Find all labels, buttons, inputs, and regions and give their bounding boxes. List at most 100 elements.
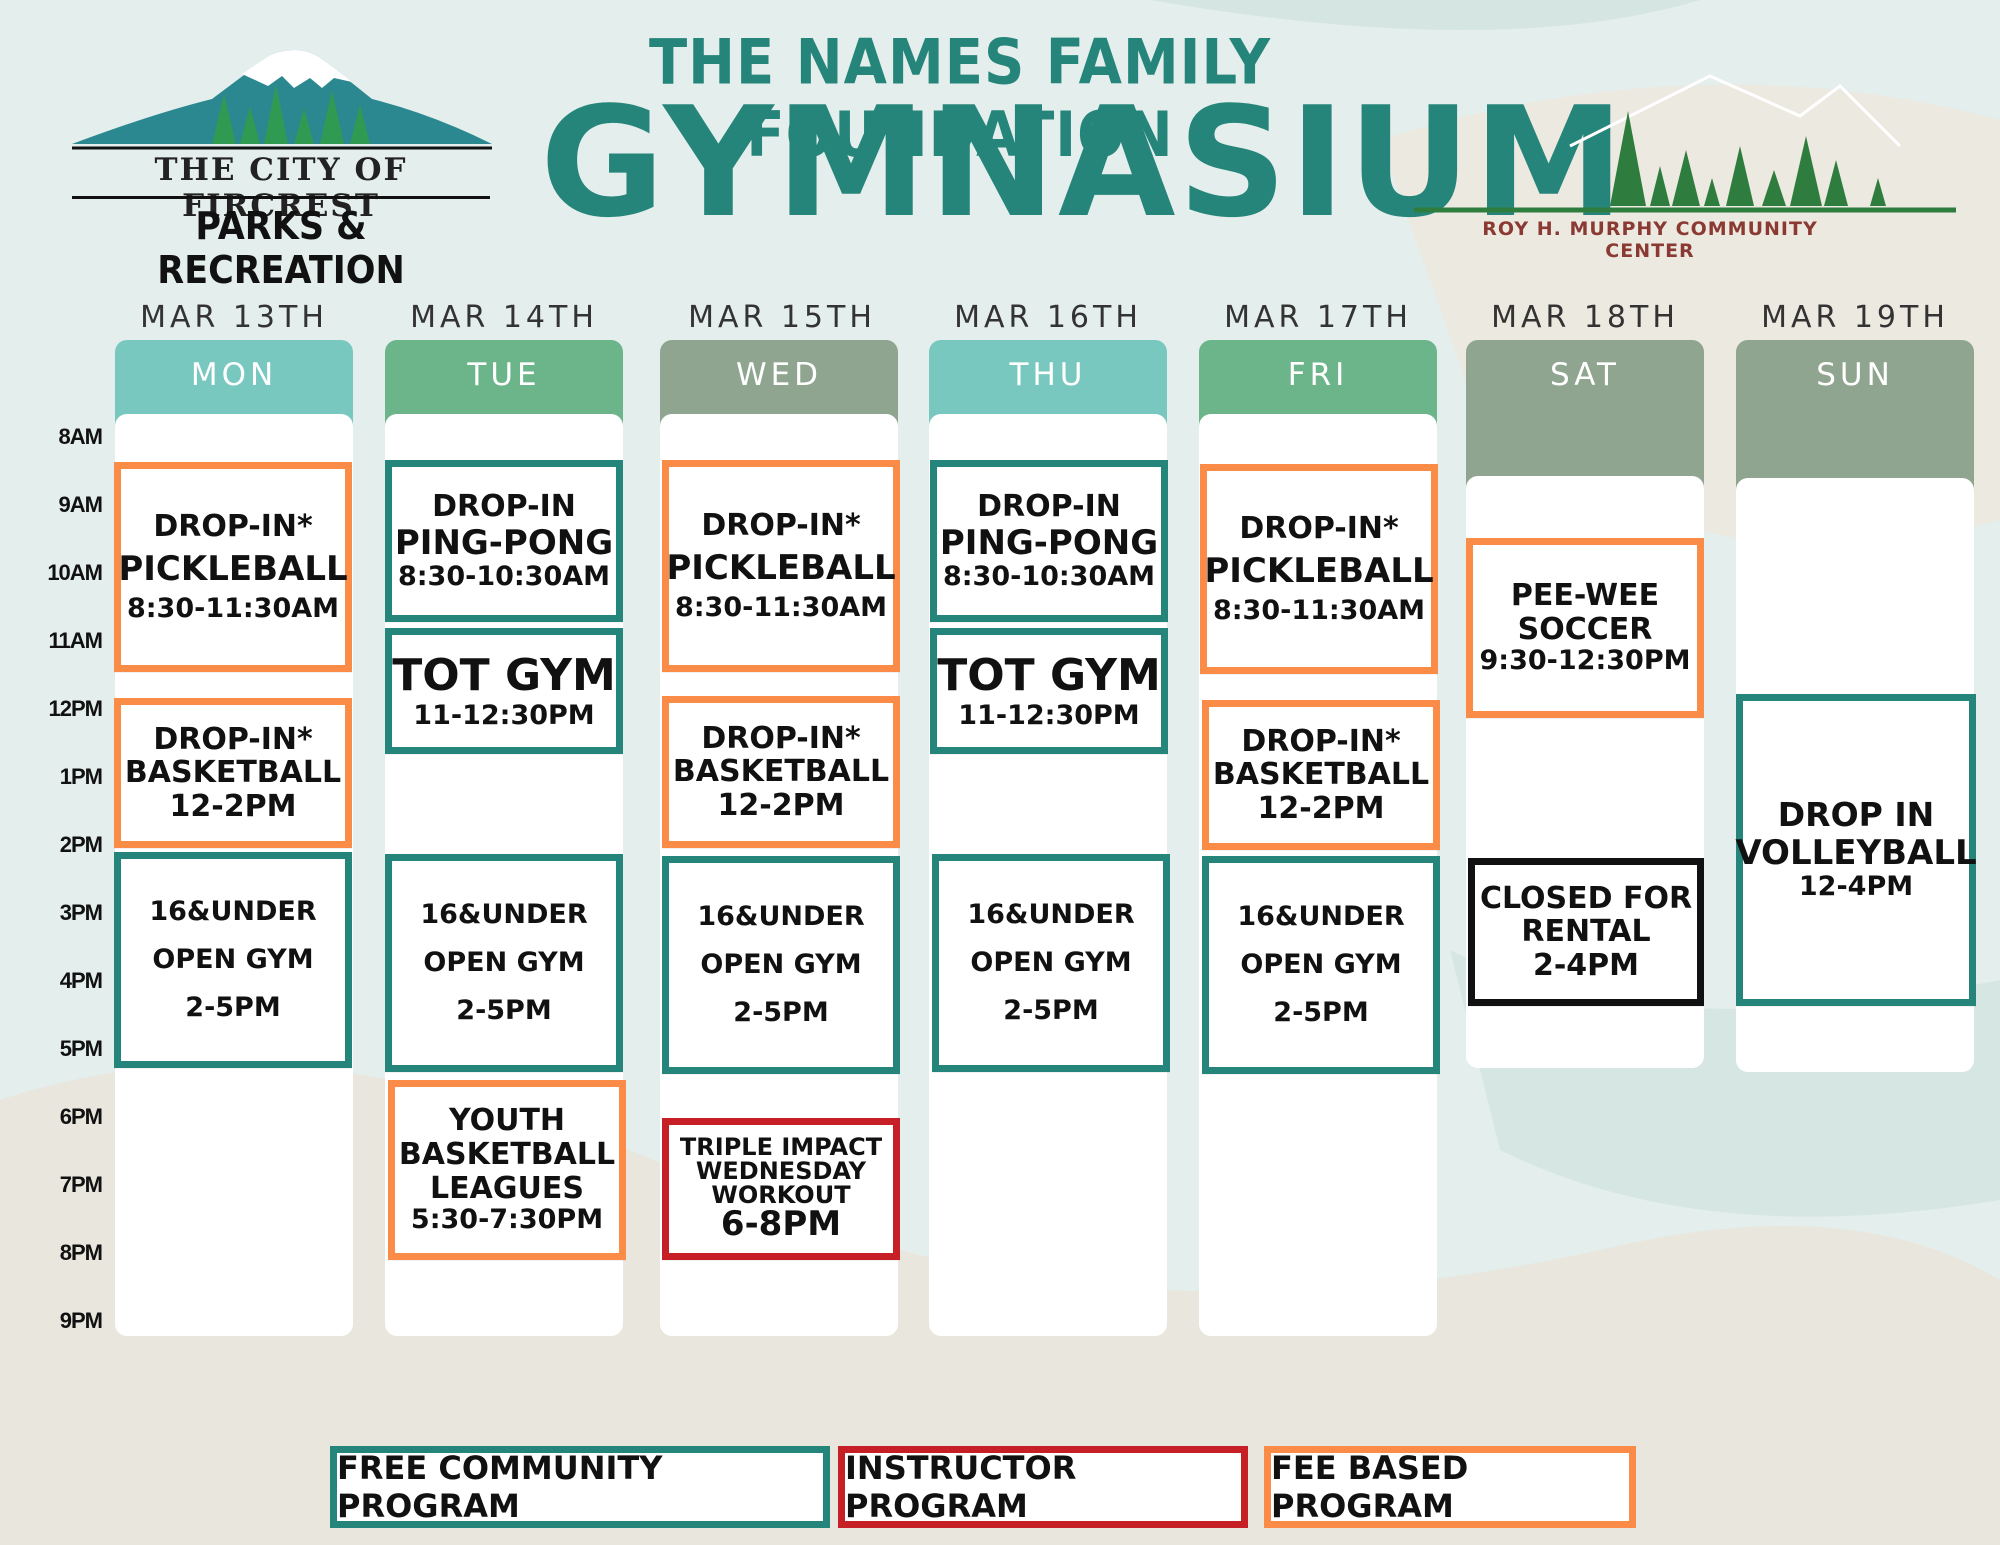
legend-fee: FEE BASED PROGRAM <box>1264 1446 1636 1528</box>
time-label: 8AM <box>58 424 103 449</box>
event-line: TOT GYM <box>392 650 616 702</box>
event-line: 16&UNDER <box>1237 900 1405 932</box>
event-card-basketball[interactable]: DROP-IN* BASKETBALL 12-2PM <box>662 696 900 848</box>
event-line: 2-5PM <box>1003 995 1099 1027</box>
event-line: CLOSED FOR <box>1479 880 1693 916</box>
event-card-open-gym[interactable]: 16&UNDER OPEN GYM 2-5PM <box>662 856 900 1074</box>
event-card-basketball[interactable]: DROP-IN* BASKETBALL 12-2PM <box>114 698 352 848</box>
event-line: DROP-IN* <box>1239 511 1399 547</box>
legend-free: FREE COMMUNITY PROGRAM <box>330 1446 830 1528</box>
page-title: GYMNASIUM <box>540 74 1627 251</box>
day-date: MAR 13TH <box>140 300 328 335</box>
time-label: 6PM <box>59 1104 103 1129</box>
event-line: BASKETBALL <box>672 754 890 790</box>
event-line: 16&UNDER <box>697 900 865 932</box>
event-line: PICKLEBALL <box>1204 550 1434 591</box>
event-card-tot-gym[interactable]: TOT GYM 11-12:30PM <box>930 628 1168 754</box>
time-label: 8PM <box>59 1240 103 1265</box>
event-card-open-gym[interactable]: 16&UNDER OPEN GYM 2-5PM <box>114 852 352 1068</box>
event-line: BASKETBALL <box>1212 757 1430 793</box>
event-line: PEE-WEE <box>1510 578 1660 614</box>
event-line: 6-8PM <box>720 1204 842 1245</box>
event-line: 8:30-10:30AM <box>942 560 1156 592</box>
event-line: 11-12:30PM <box>413 699 595 731</box>
event-line: OPEN GYM <box>152 943 314 975</box>
event-card-pickleball[interactable]: DROP-IN* PICKLEBALL 8:30-11:30AM <box>662 460 900 672</box>
event-line: PICKLEBALL <box>118 548 348 589</box>
event-line: DROP-IN* <box>701 508 861 544</box>
event-line: 2-5PM <box>456 995 552 1027</box>
event-line: DROP-IN <box>977 489 1121 525</box>
event-line: DROP-IN* <box>701 720 861 756</box>
event-line: BASKETBALL <box>398 1137 616 1173</box>
day-date: MAR 15TH <box>688 300 876 335</box>
event-line: YOUTH <box>448 1103 566 1139</box>
page-subtitle: THE NAMES FAMILY FOUNDATION <box>648 26 1272 172</box>
event-line: PING-PONG <box>394 522 614 563</box>
parks-recreation: PARKS & RECREATION <box>157 204 405 292</box>
event-line: WEDNESDAY <box>695 1157 867 1186</box>
time-label: 4PM <box>59 968 103 993</box>
time-label: 12PM <box>48 696 103 721</box>
day-date: MAR 19TH <box>1761 300 1949 335</box>
event-line: 12-2PM <box>169 788 297 824</box>
event-card-triple-impact[interactable]: TRIPLE IMPACT WEDNESDAY WORKOUT 6-8PM <box>662 1118 900 1260</box>
event-line: 8:30-10:30AM <box>397 560 611 592</box>
event-line: SOCCER <box>1517 611 1653 647</box>
day-header-sun: SUN <box>1736 340 1974 490</box>
event-line: 11-12:30PM <box>958 699 1140 731</box>
time-label: 9PM <box>59 1308 103 1333</box>
event-card-pickleball[interactable]: DROP-IN* PICKLEBALL 8:30-11:30AM <box>1200 464 1438 674</box>
event-line: RENTAL <box>1521 914 1651 950</box>
logo-divider <box>72 196 490 199</box>
day-date: MAR 14TH <box>410 300 598 335</box>
event-card-ping-pong[interactable]: DROP-IN PING-PONG 8:30-10:30AM <box>930 460 1168 622</box>
day-date: MAR 18TH <box>1491 300 1679 335</box>
time-label: 2PM <box>59 832 103 857</box>
time-label: 9AM <box>58 492 103 517</box>
event-card-open-gym[interactable]: 16&UNDER OPEN GYM 2-5PM <box>385 854 623 1072</box>
event-line: VOLLEYBALL <box>1735 833 1977 874</box>
event-line: 16&UNDER <box>420 898 588 930</box>
day-date: MAR 16TH <box>954 300 1142 335</box>
city-name: THE CITY OF FIRCREST <box>154 152 408 224</box>
event-line: 5:30-7:30PM <box>410 1204 604 1236</box>
event-card-open-gym[interactable]: 16&UNDER OPEN GYM 2-5PM <box>932 854 1170 1072</box>
event-line: 2-5PM <box>1273 997 1369 1029</box>
event-card-basketball[interactable]: DROP-IN* BASKETBALL 12-2PM <box>1202 700 1440 850</box>
event-card-ping-pong[interactable]: DROP-IN PING-PONG 8:30-10:30AM <box>385 460 623 622</box>
time-label: 11AM <box>48 628 103 653</box>
event-line: BASKETBALL <box>124 755 342 791</box>
legend-instructor: INSTRUCTOR PROGRAM <box>838 1446 1248 1528</box>
event-line: PICKLEBALL <box>666 547 896 588</box>
event-card-volleyball[interactable]: DROP IN VOLLEYBALL 12-4PM <box>1735 694 1977 1006</box>
event-line: TRIPLE IMPACT <box>679 1133 883 1162</box>
event-line: 2-5PM <box>733 997 829 1029</box>
event-line: DROP-IN* <box>153 509 313 545</box>
event-line: 16&UNDER <box>967 898 1135 930</box>
event-line: 12-2PM <box>717 787 845 823</box>
event-line: 9:30-12:30PM <box>1479 645 1691 677</box>
event-line: 12-4PM <box>1798 871 1914 903</box>
event-line: OPEN GYM <box>423 946 585 978</box>
event-line: OPEN GYM <box>1240 948 1402 980</box>
event-card-tot-gym[interactable]: TOT GYM 11-12:30PM <box>385 628 623 754</box>
event-card-youth-basketball[interactable]: YOUTH BASKETBALL LEAGUES 5:30-7:30PM <box>388 1080 626 1260</box>
event-card-pee-wee-soccer[interactable]: PEE-WEE SOCCER 9:30-12:30PM <box>1466 538 1704 718</box>
event-line: 2-5PM <box>185 992 281 1024</box>
event-card-pickleball[interactable]: DROP-IN* PICKLEBALL 8:30-11:30AM <box>114 462 352 672</box>
day-header-sat: SAT <box>1466 340 1704 490</box>
event-line: 2-4PM <box>1532 947 1640 983</box>
event-line: DROP-IN* <box>153 721 313 757</box>
event-card-open-gym[interactable]: 16&UNDER OPEN GYM 2-5PM <box>1202 856 1440 1074</box>
event-line: LEAGUES <box>430 1170 584 1206</box>
event-card-closed-rental[interactable]: CLOSED FOR RENTAL 2-4PM <box>1468 858 1704 1006</box>
event-line: 12-2PM <box>1257 790 1385 826</box>
community-center-name: ROY H. MURPHY COMMUNITY CENTER <box>1482 218 1818 262</box>
event-line: PING-PONG <box>939 522 1159 563</box>
event-line: 8:30-11:30AM <box>1212 594 1426 626</box>
event-line: OPEN GYM <box>970 946 1132 978</box>
time-label: 5PM <box>59 1036 103 1061</box>
time-label: 3PM <box>59 900 103 925</box>
time-label: 1PM <box>59 764 103 789</box>
